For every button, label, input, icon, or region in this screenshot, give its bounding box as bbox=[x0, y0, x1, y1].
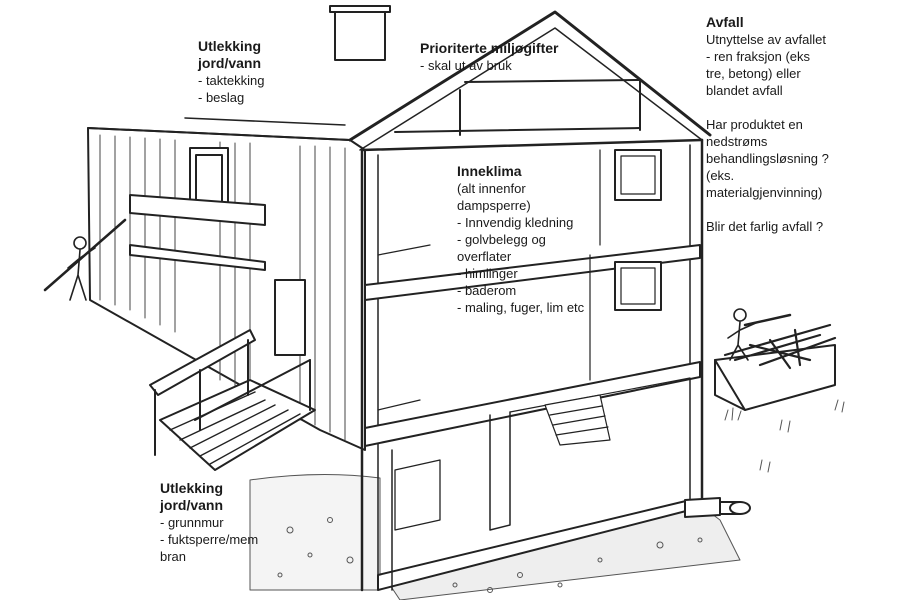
label-leaching-roof-line: - beslag bbox=[198, 90, 245, 105]
label-waste-line: Blir det farlig avfall ? bbox=[706, 219, 824, 234]
label-waste: Avfall Utnyttelse av avfallet - ren frak… bbox=[706, 14, 829, 235]
label-indoor-climate-line: - Innvendig kledning bbox=[457, 215, 574, 230]
label-waste-line: nedstrøms bbox=[706, 134, 768, 149]
label-waste-line: Utnyttelse av avfallet bbox=[706, 32, 826, 47]
left-wing bbox=[87, 117, 366, 451]
label-indoor-climate-line: overflater bbox=[457, 249, 512, 264]
worker-right-figure bbox=[727, 308, 792, 361]
label-priority-pollutants-heading: Prioriterte miljøgifter bbox=[420, 40, 559, 56]
label-leaching-roof: Utlekking jord/vann - taktekking - besla… bbox=[198, 38, 298, 106]
label-indoor-climate-heading: Inneklima bbox=[457, 163, 522, 179]
label-waste-heading: Avfall bbox=[706, 14, 744, 30]
label-waste-line: (eks. bbox=[706, 168, 735, 183]
label-leaching-roof-heading: Utlekking jord/vann bbox=[198, 38, 262, 71]
label-priority-pollutants-line: - skal ut av bruk bbox=[420, 58, 512, 73]
label-indoor-climate: Inneklima (alt innenfor dampsperre) - In… bbox=[457, 163, 584, 316]
label-leaching-ground-line: - grunnmur bbox=[160, 515, 224, 530]
outdoor-stairs bbox=[149, 329, 316, 471]
label-priority-pollutants: Prioriterte miljøgifter - skal ut av bru… bbox=[420, 40, 558, 74]
label-waste-line: materialgjenvinning) bbox=[706, 185, 823, 200]
label-leaching-ground-line: bran bbox=[160, 549, 187, 564]
label-waste-line: behandlingsløsning ? bbox=[706, 151, 829, 166]
grass-tufts bbox=[724, 399, 845, 473]
label-waste-line: - ren fraksjon (eks bbox=[706, 49, 811, 64]
label-leaching-ground: Utlekking jord/vann - grunnmur - fuktspe… bbox=[160, 480, 260, 565]
label-waste-line: tre, betong) eller bbox=[706, 66, 801, 81]
waste-container bbox=[714, 323, 837, 411]
label-leaching-roof-line: - taktekking bbox=[198, 73, 265, 88]
ground-gravel bbox=[249, 473, 741, 600]
label-waste-line: Har produktet en bbox=[706, 117, 803, 132]
worker-left-figure bbox=[43, 218, 127, 301]
label-indoor-climate-line: - himlinger bbox=[457, 266, 518, 281]
label-indoor-climate-line: - baderom bbox=[457, 283, 517, 298]
label-indoor-climate-line: - golvbelegg og bbox=[457, 232, 546, 247]
label-leaching-ground-heading: Utlekking jord/vann bbox=[160, 480, 224, 513]
label-waste-line: blandet avfall bbox=[706, 83, 783, 98]
label-indoor-climate-line: dampsperre) bbox=[457, 198, 531, 213]
label-leaching-ground-line: - fuktsperre/mem bbox=[160, 532, 259, 547]
label-indoor-climate-line: - maling, fuger, lim etc bbox=[457, 300, 585, 315]
main-house bbox=[329, 5, 751, 592]
label-indoor-climate-line: (alt innenfor bbox=[457, 181, 526, 196]
